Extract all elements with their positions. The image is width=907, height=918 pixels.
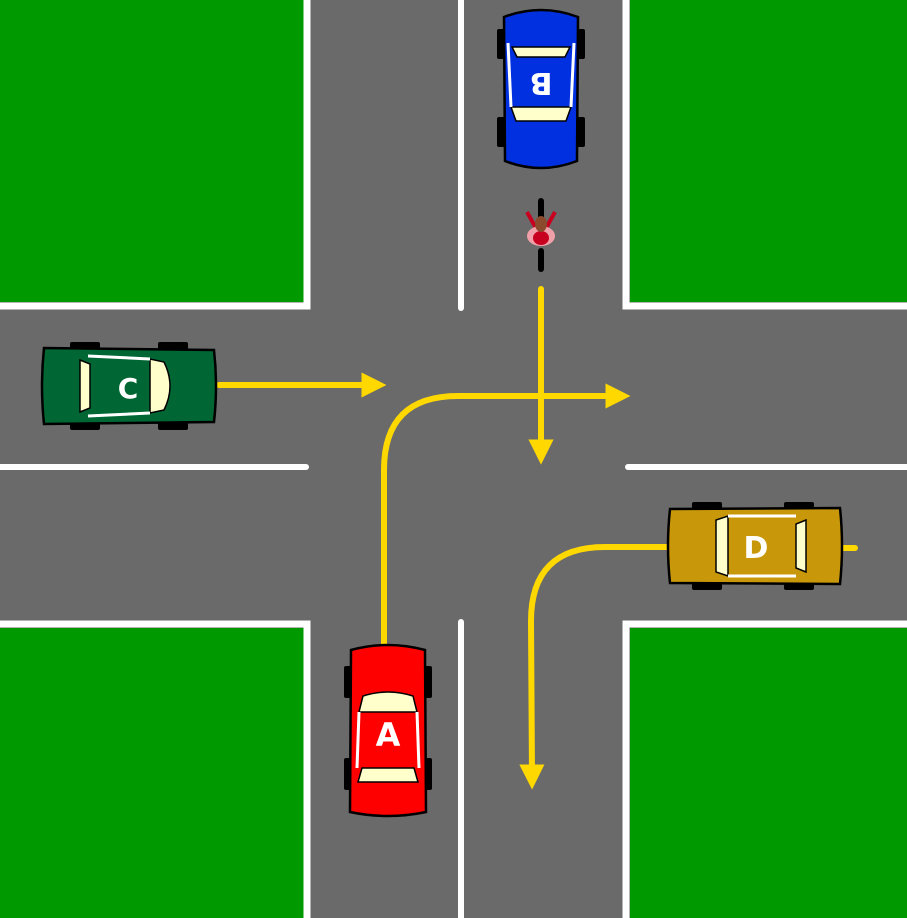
car-d: D <box>666 502 844 590</box>
car-c-windshield <box>149 358 171 414</box>
car-b-windshield <box>509 106 573 122</box>
edge-line-bottom-left <box>0 620 311 918</box>
car-a-rear-window <box>357 767 419 783</box>
grass-corner-top-left <box>0 0 304 302</box>
cyclist-rear-wheel <box>538 248 544 272</box>
car-c: C <box>40 342 218 430</box>
car-d-rear-window <box>795 518 807 574</box>
arrow-car-a-left-turn <box>381 383 631 648</box>
car-b-rear-window <box>510 46 572 58</box>
edge-line-bottom-right <box>622 620 907 918</box>
car-c-rear-window <box>79 358 91 414</box>
car-a-label: A <box>376 716 401 754</box>
cyclist <box>525 198 557 272</box>
car-c-label: C <box>118 372 139 405</box>
grass-corner-top-right <box>630 0 907 302</box>
car-d-label: D <box>744 531 769 566</box>
car-b: B <box>497 8 585 170</box>
movement-arrows <box>216 286 858 790</box>
edge-line-top-right <box>622 0 907 310</box>
grass-corner-bottom-left <box>0 628 304 918</box>
cyclist-front-wheel <box>538 198 544 222</box>
grass-corner-bottom-right <box>630 628 907 918</box>
car-d-windshield <box>715 514 729 578</box>
cyclist-head <box>535 216 547 232</box>
car-a: A <box>344 643 432 818</box>
edge-line-top-left <box>0 0 311 310</box>
car-a-windshield <box>358 691 418 713</box>
car-b-label: B <box>530 65 553 100</box>
arrow-car-d-left-turn <box>519 544 671 790</box>
cyclist-helmet <box>533 231 549 245</box>
